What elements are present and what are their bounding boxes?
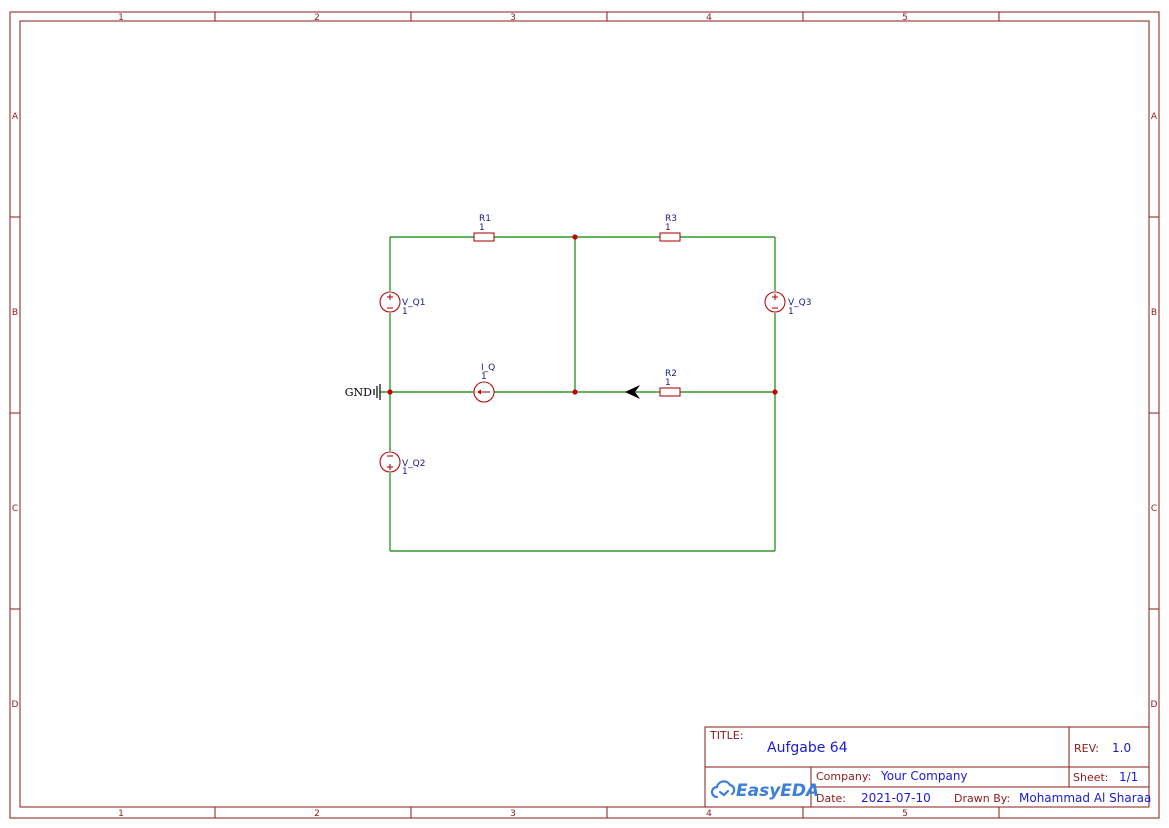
ground-symbol-icon[interactable] [373, 384, 381, 400]
zone-col-top-2: 2 [314, 13, 320, 23]
title-block [704, 726, 1150, 808]
resistor-r2[interactable] [659, 387, 681, 397]
zone-dividers [10, 12, 1159, 818]
vq3-value: 1 [788, 307, 794, 317]
r1-value: 1 [479, 223, 485, 233]
wires [380, 236, 776, 552]
zone-col-bottom-3: 3 [510, 809, 516, 819]
vq1-value: 1 [402, 307, 408, 317]
zone-col-bottom-1: 1 [118, 809, 124, 819]
zone-row-right-d: D [1151, 700, 1158, 710]
rev-label: REV: [1074, 742, 1099, 755]
company-value: Your Company [880, 769, 968, 783]
cloud-icon [710, 780, 736, 799]
date-value: 2021-07-10 [861, 791, 931, 805]
rev-value: 1.0 [1112, 741, 1131, 755]
junctions [387, 234, 778, 395]
zone-col-bottom-5: 5 [902, 809, 908, 819]
zone-col-top-3: 3 [510, 13, 516, 23]
zone-col-top-4: 4 [706, 13, 712, 23]
sheet-value: 1/1 [1119, 770, 1138, 784]
zone-col-bottom-2: 2 [314, 809, 320, 819]
easyeda-logo: EasyEDA [710, 780, 819, 801]
resistor-r3[interactable] [659, 232, 681, 242]
zone-col-top-1: 1 [118, 13, 124, 23]
vq2-reference: V_Q2 [402, 459, 425, 469]
current-source-iq[interactable] [473, 381, 495, 403]
voltage-source-vq3[interactable] [764, 291, 786, 313]
zone-row-right-a: A [1151, 112, 1158, 122]
company-label: Company: [816, 770, 871, 783]
r1-reference: R1 [479, 214, 491, 224]
outer-frame [9, 11, 1160, 819]
vq2-value: 1 [402, 467, 408, 477]
inner-frame [19, 20, 1150, 808]
vq3-reference: V_Q3 [788, 298, 811, 308]
sheet-title: Aufgabe 64 [767, 740, 848, 756]
zone-row-right-c: C [1151, 504, 1157, 514]
r2-reference: R2 [665, 369, 677, 379]
iq-reference: I_Q [481, 363, 495, 373]
zone-row-left-b: B [12, 308, 18, 318]
voltage-source-vq2[interactable] [379, 451, 401, 473]
zone-col-bottom-4: 4 [706, 809, 712, 819]
zone-row-left-d: D [12, 700, 19, 710]
current-arrow-icon [625, 385, 640, 399]
zone-row-right-b: B [1151, 308, 1157, 318]
zone-row-left-c: C [12, 504, 18, 514]
logo-wordmark: EasyEDA [736, 781, 819, 801]
zone-row-left-a: A [12, 112, 19, 122]
sheet-label: Sheet: [1073, 771, 1109, 784]
drawn-by-value: Mohammad Al Sharaa [1019, 791, 1151, 805]
r3-reference: R3 [665, 214, 677, 224]
drawn-by-label: Drawn By: [954, 792, 1010, 805]
date-label: Date: [816, 792, 846, 805]
resistor-r1[interactable] [473, 232, 495, 242]
vq1-reference: V_Q1 [402, 298, 425, 308]
gnd-label: GND [345, 386, 372, 399]
r3-value: 1 [665, 223, 671, 233]
iq-value: 1 [481, 372, 487, 382]
zone-col-top-5: 5 [902, 13, 908, 23]
voltage-source-vq1[interactable] [379, 291, 401, 313]
r2-value: 1 [665, 378, 671, 388]
title-label: TITLE: [709, 729, 743, 742]
